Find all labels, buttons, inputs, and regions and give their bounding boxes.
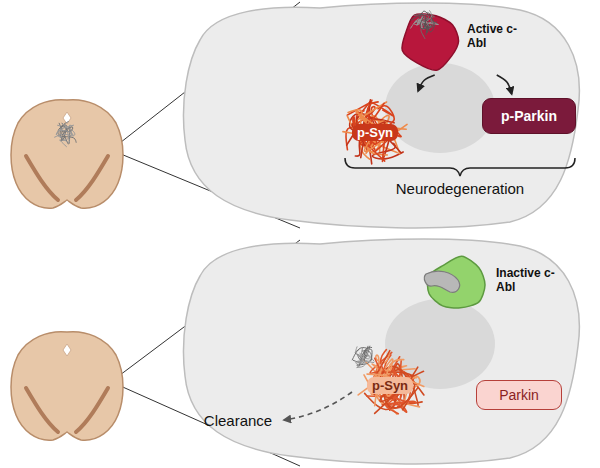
neuron-cell-group: [183, 239, 579, 464]
fibril-strand: [419, 11, 434, 29]
brain-tract: [76, 156, 108, 200]
clearance-arrow: [284, 392, 352, 420]
node-label: Active c-Abl: [467, 22, 531, 51]
node-label: p-Parkin: [501, 108, 557, 124]
aqueduct: [63, 344, 71, 356]
inhibitor-molecule: [424, 271, 459, 292]
fibril-strand: [357, 359, 371, 367]
lesion-fibril: [55, 122, 77, 147]
brain-tract: [76, 388, 108, 432]
fibril-aggregate: p-Syn: [330, 95, 420, 170]
bound-fibril: [411, 11, 439, 39]
activation-arrow: [497, 75, 512, 94]
kinase-blob: Inactive c-Abl: [420, 252, 580, 318]
fibril-strand: [357, 351, 371, 367]
cleared-fibril: [352, 346, 374, 367]
brainstem-section: [11, 332, 123, 441]
brain-outline: [11, 332, 123, 441]
protein-box: p-Parkin: [482, 98, 576, 134]
kinase-blob: Active c-Abl: [395, 10, 545, 72]
brain-tract: [26, 388, 58, 432]
neuron-cell: [183, 239, 579, 464]
cell-nucleus: [385, 63, 495, 153]
fibril-strand: [56, 125, 73, 135]
brainstem-section: [11, 100, 123, 209]
protein-box: Parkin: [476, 380, 562, 410]
fibril-strand: [357, 353, 373, 362]
neuron-cell: [183, 3, 579, 228]
annotation-label: Neurodegeneration: [380, 180, 540, 197]
fibril-strand: [55, 124, 75, 138]
node-label: Inactive c-Abl: [496, 266, 572, 295]
brain-tract: [26, 156, 58, 200]
fibril-strand: [411, 15, 425, 29]
node-label: Parkin: [499, 387, 539, 403]
fibril-aggregate: p-Syn: [345, 345, 435, 425]
brain-outline: [11, 100, 123, 209]
kinase-body: [402, 14, 459, 70]
activation-arrow: [418, 75, 435, 91]
node-label: p-Syn: [352, 124, 398, 141]
bracket: [345, 158, 575, 176]
fibril-tangle: [343, 100, 407, 164]
annotation-label: Clearance: [196, 412, 280, 429]
node-label: p-Syn: [367, 377, 413, 394]
